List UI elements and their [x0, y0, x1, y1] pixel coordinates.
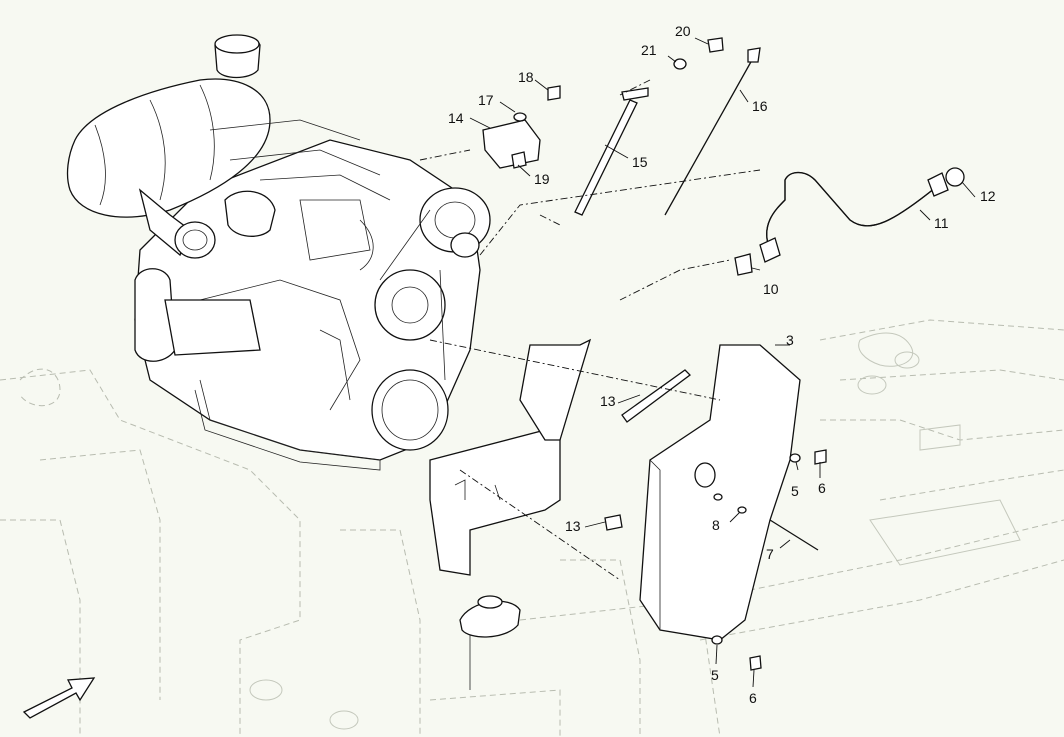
- chassis-frame-background: [0, 319, 1064, 737]
- engine-assembly: [66, 34, 491, 471]
- oil-hose-part-11: [759, 171, 949, 263]
- dipstick-tube-part-15: [574, 87, 649, 216]
- pin-part-7: [769, 519, 819, 551]
- engine-mount: [459, 595, 521, 690]
- callout-7: 7: [766, 546, 774, 562]
- callout-20: 20: [675, 23, 691, 39]
- bracket-part-14: [482, 119, 541, 169]
- callout-11: 11: [934, 215, 949, 231]
- arrow-up-right-icon: [22, 677, 96, 719]
- mounting-bracket: [429, 338, 592, 576]
- callout-13-lower: 13: [565, 518, 581, 534]
- callout-14: 14: [448, 110, 464, 126]
- bolt-part-18: [547, 85, 561, 101]
- bolt-part-20: [707, 37, 724, 53]
- spacer-part-13b: [604, 514, 623, 531]
- belt-guard-part-3: [639, 344, 801, 641]
- washer-part-17: [513, 112, 527, 122]
- leader-lines: [419, 37, 976, 688]
- callout-19: 19: [534, 171, 550, 187]
- callout-5-upper: 5: [791, 483, 799, 499]
- callout-21: 21: [641, 42, 657, 58]
- bolt-part-6a: [814, 449, 827, 465]
- washer-part-5b: [711, 635, 723, 645]
- fitting-part-10: [734, 253, 753, 276]
- hardware-parts: [482, 37, 827, 671]
- callout-labels: 3 5 5 6 6 7 8 10 11 12 13 13 14 15 16 17…: [448, 23, 996, 706]
- callout-6-upper: 6: [818, 480, 826, 496]
- callout-10: 10: [763, 281, 779, 297]
- washer-part-5a: [789, 453, 801, 463]
- callout-3: 3: [786, 332, 794, 348]
- bolt-part-6b: [749, 655, 762, 671]
- callout-6-lower: 6: [749, 690, 757, 706]
- dipstick-part-16: [664, 47, 761, 216]
- callout-16: 16: [752, 98, 768, 114]
- callout-13-upper: 13: [600, 393, 616, 409]
- fitting-part-12: [945, 167, 965, 187]
- callout-5-lower: 5: [711, 667, 719, 683]
- callout-15: 15: [632, 154, 648, 170]
- washer-part-8: [737, 506, 747, 514]
- washer-part-21: [673, 58, 687, 70]
- callout-18: 18: [518, 69, 534, 85]
- spacer-part-13a: [621, 369, 691, 423]
- callout-17: 17: [478, 92, 494, 108]
- callout-12: 12: [980, 188, 996, 204]
- nut-part-19: [511, 151, 527, 169]
- callout-8: 8: [712, 517, 720, 533]
